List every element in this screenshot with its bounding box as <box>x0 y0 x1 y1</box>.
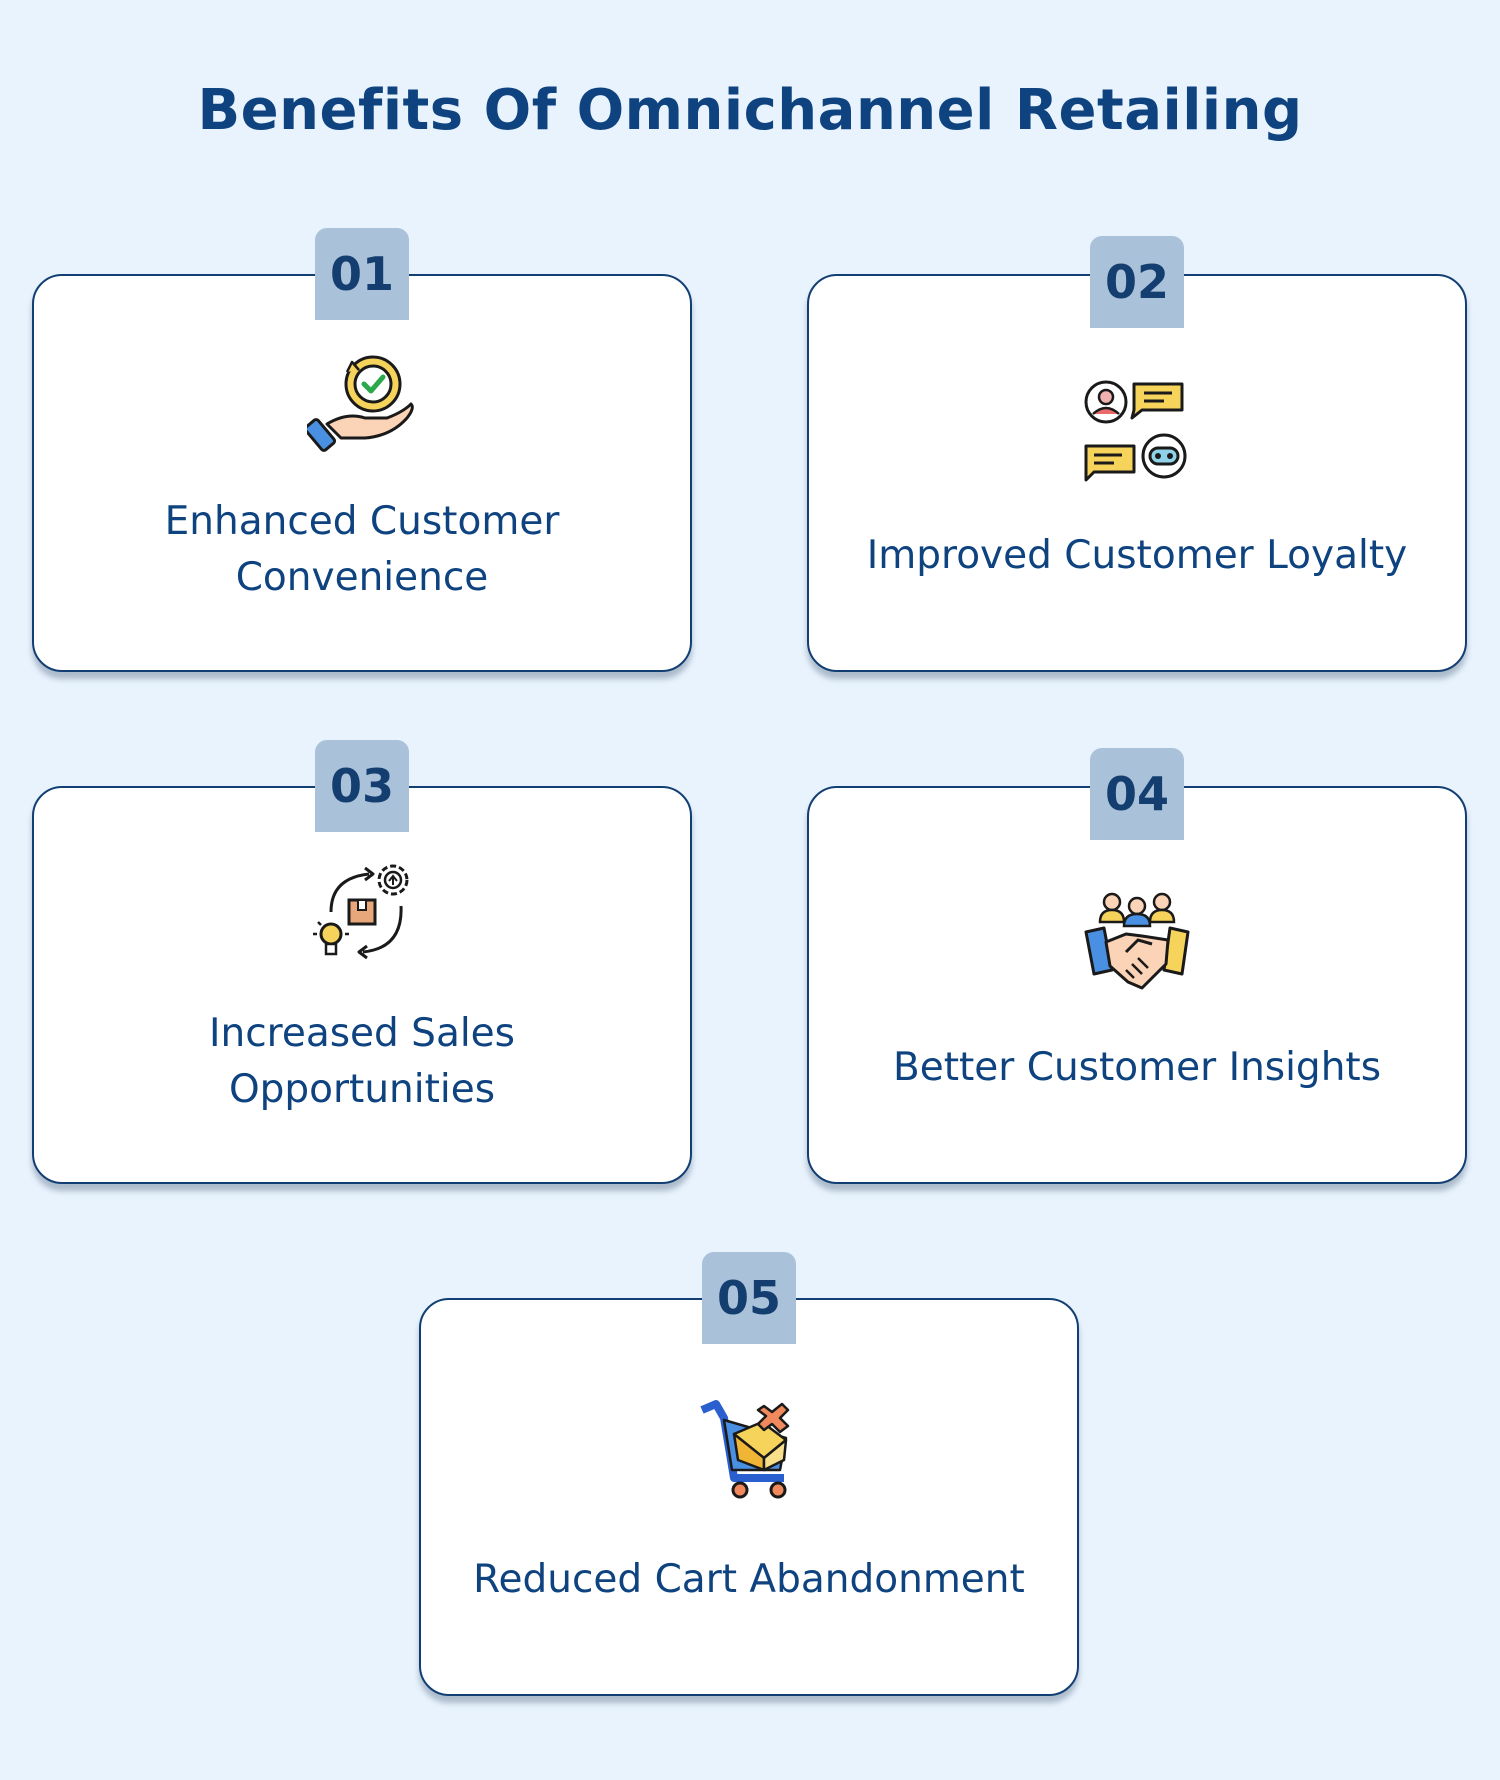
benefit-title-line2: Opportunities <box>228 1067 496 1112</box>
page-title: Benefits Of Omnichannel Retailing <box>197 78 1303 143</box>
benefit-number-badge: 02 <box>1090 236 1184 328</box>
hand-check-icon <box>307 355 414 452</box>
benefit-number-badge: 04 <box>1090 748 1184 840</box>
chat-support-icon <box>1084 380 1187 482</box>
shopping-cart-icon <box>700 1400 790 1499</box>
handshake-team-icon <box>1084 892 1190 990</box>
benefit-number-badge: 05 <box>702 1252 796 1344</box>
benefit-card-1: 01 Enhanced Customer Convenience <box>32 228 692 672</box>
benefit-number-badge: 03 <box>315 740 409 832</box>
benefit-title-line1: Increased Sales <box>208 1011 515 1056</box>
benefit-card-4: 04 Better Customer Insights <box>807 748 1467 1184</box>
benefit-number-badge: 01 <box>315 228 409 320</box>
benefit-card-5: 05 Reduced Cart Abandonment <box>419 1252 1079 1696</box>
benefit-title-line1: Better Customer Insights <box>892 1045 1382 1090</box>
benefit-card-3: 03 Increased Sales Opportunities <box>32 740 692 1184</box>
cycle-idea-icon <box>313 864 409 960</box>
benefit-title-line1: Enhanced Customer <box>164 499 560 544</box>
benefit-title-line2: Convenience <box>235 555 489 600</box>
benefit-title-line1: Improved Customer Loyalty <box>866 533 1408 578</box>
benefit-card-2: 02 Improved Customer Loyalty <box>807 236 1467 672</box>
benefit-title-line1: Reduced Cart Abandonment <box>473 1557 1025 1602</box>
